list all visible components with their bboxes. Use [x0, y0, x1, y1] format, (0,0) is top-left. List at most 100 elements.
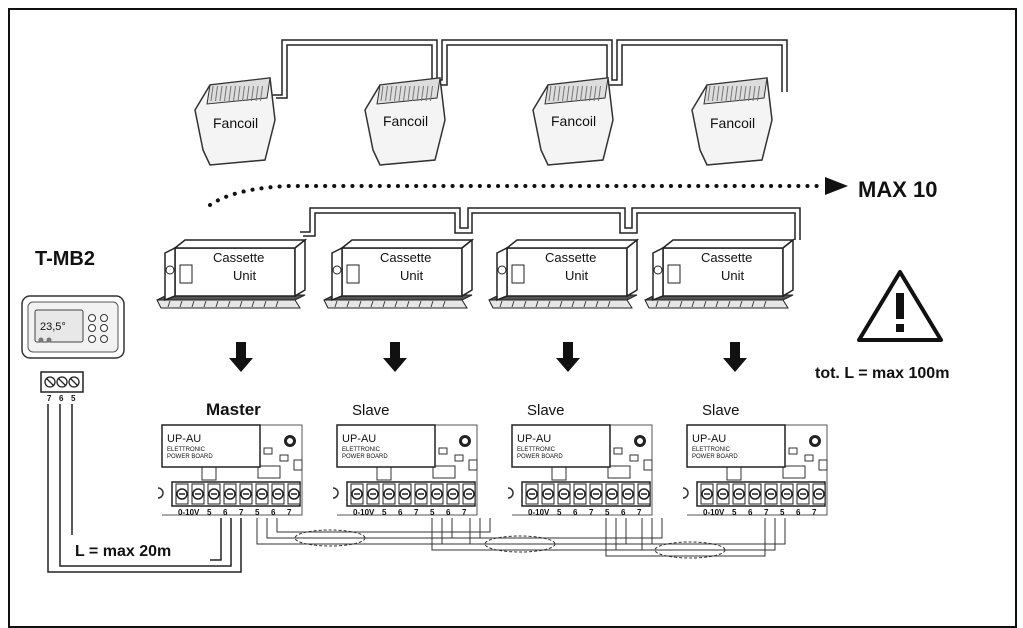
- controller-led: [38, 337, 44, 343]
- arrow-down-icon: [556, 342, 580, 372]
- terminal-label: 0-10V: [703, 508, 725, 517]
- cassette-label-line2: Unit: [400, 268, 424, 283]
- terminal-label: 5: [207, 508, 212, 517]
- terminal-label: 6: [59, 394, 64, 403]
- fancoil-unit: Fancoil: [691, 77, 773, 166]
- board-role: Slave: [352, 402, 390, 419]
- warning-text: tot. L = max 100m: [815, 365, 949, 382]
- controller-button: [100, 324, 108, 332]
- terminal-label: 6: [223, 508, 228, 517]
- controller-button: [88, 314, 96, 322]
- terminal-label: 5: [71, 394, 76, 403]
- controller-t-mb2: 23,5°: [21, 295, 125, 359]
- board-terminal-strip: [521, 481, 651, 507]
- board-name: UP-AU: [342, 433, 376, 445]
- arrow-down-icon: [723, 342, 747, 372]
- terminal-label: 5: [382, 508, 387, 517]
- fancoil-unit: Fancoil: [364, 77, 446, 166]
- cable-length-bg: [68, 535, 210, 565]
- board-role: Slave: [527, 402, 565, 419]
- cassette-label-line2: Unit: [233, 268, 257, 283]
- terminal-label: 7: [414, 508, 419, 517]
- max-units-arrow: [208, 177, 848, 207]
- board-subtitle-1: ELETTRONIC: [342, 447, 381, 453]
- arrow-down-icon: [229, 342, 253, 372]
- board-terminal-strip: [696, 481, 826, 507]
- fancoil-label: Fancoil: [213, 115, 258, 131]
- controller-button: [100, 335, 108, 343]
- terminal-label: 7: [239, 508, 244, 517]
- controller-display: [34, 309, 84, 343]
- terminal-label: 5: [430, 508, 435, 517]
- cassette-label-line2: Unit: [721, 268, 745, 283]
- board-role: Master: [206, 400, 261, 419]
- terminal-label: 5: [605, 508, 610, 517]
- terminal-label: 5: [557, 508, 562, 517]
- board-name: UP-AU: [517, 433, 551, 445]
- arrow-down-icon: [383, 342, 407, 372]
- controller-button: [88, 324, 96, 332]
- cassette-label-line2: Unit: [565, 268, 589, 283]
- fancoil-wiring: [272, 39, 788, 99]
- board-subtitle-2: POWER BOARD: [517, 454, 563, 460]
- warning-triangle-icon: [857, 270, 943, 342]
- board-subtitle-2: POWER BOARD: [692, 454, 738, 460]
- terminal-label: 5: [255, 508, 260, 517]
- terminal-label: 0-10V: [353, 508, 375, 517]
- terminal-label: 6: [398, 508, 403, 517]
- cassette-label-line1: Cassette: [545, 250, 596, 265]
- terminal-label: 6: [446, 508, 451, 517]
- max-units-label: MAX 10: [858, 177, 937, 202]
- terminal-label: 6: [796, 508, 801, 517]
- board-subtitle-2: POWER BOARD: [167, 454, 213, 460]
- controller-display-value: 23,5°: [40, 321, 66, 333]
- terminal-label: 5: [732, 508, 737, 517]
- terminal-label: 7: [47, 394, 52, 403]
- terminal-label: 7: [764, 508, 769, 517]
- fancoil-label: Fancoil: [710, 115, 755, 131]
- controller-button: [88, 335, 96, 343]
- cassette-label-line1: Cassette: [380, 250, 431, 265]
- fancoil-unit: Fancoil: [194, 77, 276, 166]
- board-subtitle-1: ELETTRONIC: [167, 447, 206, 453]
- cassette-label-line1: Cassette: [701, 250, 752, 265]
- controller-title: T-MB2: [35, 248, 95, 270]
- terminal-label: 7: [462, 508, 467, 517]
- fancoil-label: Fancoil: [383, 113, 428, 129]
- board-terminal-strip: [171, 481, 301, 507]
- cassette-label-line1: Cassette: [213, 250, 264, 265]
- terminal-label: 0-10V: [528, 508, 550, 517]
- board-name: UP-AU: [692, 433, 726, 445]
- board-terminal-strip: [346, 481, 476, 507]
- board-subtitle-2: POWER BOARD: [342, 454, 388, 460]
- terminal-label: 6: [271, 508, 276, 517]
- terminal-label: 6: [748, 508, 753, 517]
- cable-length-label: L = max 20m: [75, 543, 171, 560]
- controller-button: [100, 314, 108, 322]
- terminal-label: 7: [589, 508, 594, 517]
- board-subtitle-1: ELETTRONIC: [517, 447, 556, 453]
- terminal-label: 7: [287, 508, 292, 517]
- cassette-wiring: [300, 207, 801, 240]
- terminal-label: 6: [621, 508, 626, 517]
- controller-led: [46, 337, 52, 343]
- arrow-head-icon: [825, 177, 848, 195]
- terminal-label: 6: [573, 508, 578, 517]
- terminal-label: 7: [812, 508, 817, 517]
- controller-terminal-block: [40, 371, 84, 393]
- fancoil-unit: Fancoil: [532, 77, 614, 166]
- bus-wiring: [256, 518, 786, 559]
- terminal-label: 7: [637, 508, 642, 517]
- board-role: Slave: [702, 402, 740, 419]
- board-name: UP-AU: [167, 433, 201, 445]
- board-subtitle-1: ELETTRONIC: [692, 447, 731, 453]
